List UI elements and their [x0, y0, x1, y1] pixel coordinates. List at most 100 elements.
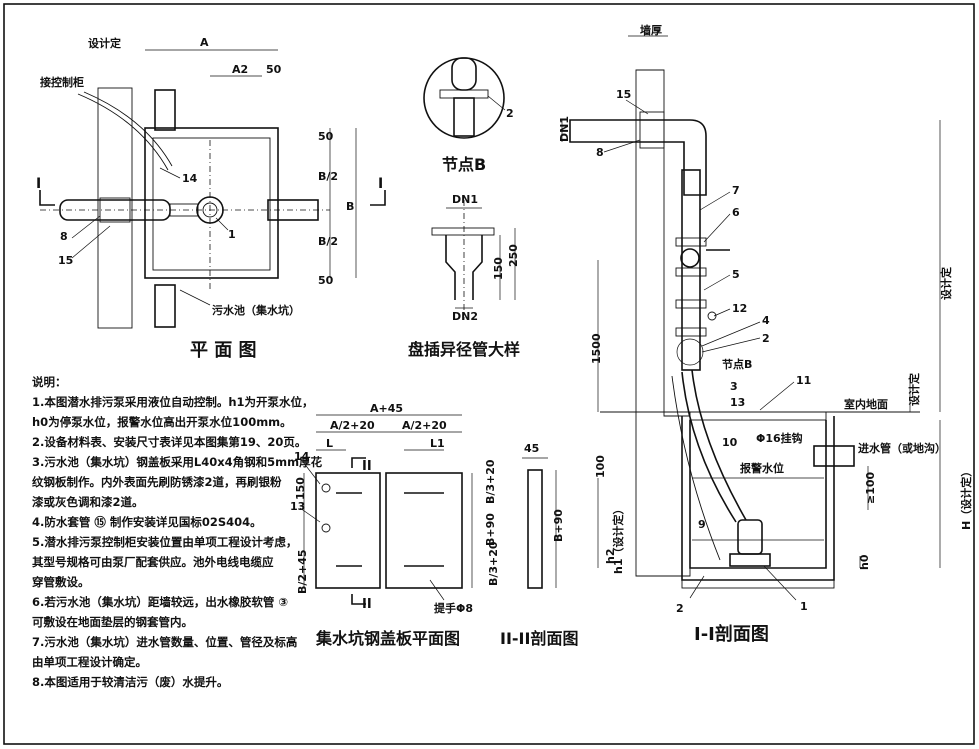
section1-hose-2 [681, 371, 737, 523]
cover-dim-B90: B+90 [484, 513, 497, 546]
reducer-title: 盘插异径管大样 [408, 340, 520, 359]
section1-flange-3 [675, 299, 707, 309]
reducer-flange [431, 227, 495, 236]
section2-title: II-II剖面图 [500, 629, 578, 648]
section1-node-b-ref: 节点B [722, 357, 752, 371]
section1-callout-8: 8 [596, 146, 604, 159]
plan-dim-B: B [346, 200, 354, 213]
section1-leader-12 [713, 308, 731, 317]
plan-section-mark-left [39, 190, 55, 206]
plan-callout-1: 1 [228, 228, 236, 241]
section1-leader-7 [699, 191, 731, 211]
section1-dim-1500: 1500 [590, 333, 603, 364]
plan-dim-B2-bottom: B/2 [318, 235, 338, 248]
cover-title: 集水坑钢盖板平面图 [315, 629, 460, 648]
section1-wall-thickness: 墙厚 [640, 23, 662, 37]
plan-dim-A2: A2 [232, 63, 248, 76]
section2-dim-B90: B+90 [552, 509, 565, 542]
plan-cabinet-label: 接控制柜 [40, 75, 84, 89]
section1-flange-2 [675, 267, 707, 277]
plan-leader-8 [71, 215, 101, 239]
plan-dim-A: A [200, 36, 209, 49]
sheet-border [3, 3, 975, 745]
cover-dim-B2-45: B/2+45 [296, 549, 309, 594]
plan-cable-line [77, 93, 169, 171]
cover-plan-view: A+45 A/2+20 A/2+20 L L1 150 B/2+45 B/3+2… [290, 402, 500, 648]
section1-leader-11 [759, 381, 795, 411]
cover-section-top: II [362, 459, 372, 474]
section1-leader-15 [625, 99, 649, 115]
plan-pool-label: 污水池（集水坑） [212, 303, 300, 317]
cover-dim-B3-20-bottom: B/3+20 [487, 541, 500, 586]
plan-pool-outer [144, 127, 279, 279]
notes-line: 3.污水池（集水坑）钢盖板采用L40x4角钢和5mm厚花 [32, 455, 323, 469]
section1-callout-13: 13 [730, 396, 745, 409]
node-b-pipe-top [451, 57, 477, 91]
notes-line: 2.设备材料表、安装尺寸表详见本图集第19、20页。 [32, 435, 307, 449]
notes-line: 8.本图适用于较清洁污（废）水提升。 [32, 675, 229, 689]
notes-line: 7.污水池（集水坑）进水管数量、位置、管径及标高 [32, 635, 298, 649]
section1-callout-11: 11 [796, 374, 811, 387]
notes-line: 可敷设在地面垫层的钢套管内。 [32, 615, 193, 629]
section1-sleeve [639, 111, 665, 149]
plan-dim-50-top: 50 [266, 63, 282, 76]
reducer-dn2: DN2 [452, 310, 478, 323]
section1-callout-15: 15 [616, 88, 631, 101]
section1-dim-design-floor: 设计定 [907, 373, 921, 406]
plan-pipe-bottom [154, 284, 176, 328]
notes-line: 纹钢板制作。内外表面先刷防锈漆2道，再刷银粉 [32, 475, 282, 489]
plan-leader-14 [159, 167, 181, 179]
cover-leader-13 [299, 507, 321, 523]
section1-title: I-I剖面图 [694, 623, 769, 645]
cover-plate-right [385, 472, 463, 589]
section1-leader-2b [689, 575, 705, 599]
section-1-view: 墙厚 DN1 1500 设计定 设计定 室内地面 Φ16挂钩 进水管（或地沟） … [558, 23, 973, 645]
plan-wall [97, 87, 133, 329]
reducer-dim-250: 250 [507, 244, 520, 267]
section2-dim-45: 45 [524, 442, 539, 455]
notes-line: 由单项工程设计确定。 [32, 655, 147, 669]
section1-leader-1 [763, 565, 797, 601]
notes-heading: 说明： [32, 375, 67, 389]
section1-cable [671, 375, 721, 561]
notes-line: 5.潜水排污泵控制柜安装位置由单项工程设计考虑， [32, 535, 298, 549]
section1-callout-12: 12 [732, 302, 747, 315]
plan-leader-15 [71, 225, 111, 259]
cover-section-mark-bottom [351, 594, 366, 605]
node-b-view: 2 节点B [423, 57, 514, 174]
node-b-callout: 2 [506, 107, 514, 120]
reducer-view: DN1 DN2 150 250 盘插异径管大样 [408, 193, 520, 359]
cover-callout-13: 13 [290, 500, 305, 513]
section1-callout-4: 4 [762, 314, 770, 327]
cover-handle-leader [429, 579, 445, 601]
section1-hook-label: Φ16挂钩 [756, 431, 803, 445]
section1-callout-5: 5 [732, 268, 740, 281]
section1-callout-7: 7 [732, 184, 740, 197]
plan-dim-design: 设计定 [88, 36, 121, 50]
section1-pump-base [729, 553, 771, 567]
notes-line: h0为停泵水位，报警水位高出开泵水位100mm。 [32, 415, 292, 429]
section1-dim-design-right: 设计定 [939, 267, 953, 300]
reducer-dn1: DN1 [452, 193, 478, 206]
section1-gauge [707, 311, 717, 321]
plan-title: 平 面 图 [190, 340, 257, 361]
section1-pit-base [681, 579, 835, 589]
notes-line: 1.本图潜水排污泵采用液位自动控制。h1为开泵水位， [32, 395, 314, 409]
cover-L1: L1 [430, 437, 445, 450]
notes-line: 4.防水套管 ⑮ 制作安装详见国标02S404。 [32, 515, 262, 529]
plan-cable-pipe [154, 89, 176, 131]
section1-dim-ge100: ≥100 [864, 471, 877, 504]
section1-inlet-label: 进水管（或地沟） [858, 441, 946, 455]
section1-leader-4 [701, 321, 761, 347]
cover-plate-left [315, 472, 381, 589]
cover-callout-14: 14 [294, 450, 310, 463]
section1-pit-inner [689, 420, 827, 569]
section1-leader-2 [701, 337, 761, 353]
section1-dim-100: 100 [594, 455, 607, 478]
section1-dim-h2: h2 [604, 549, 617, 565]
section1-outlet-pipe [569, 119, 707, 196]
plan-section-I-left: I [36, 176, 41, 192]
cover-dim-B3-20-top: B/3+20 [484, 459, 497, 504]
plan-callout-8: 8 [60, 230, 68, 243]
